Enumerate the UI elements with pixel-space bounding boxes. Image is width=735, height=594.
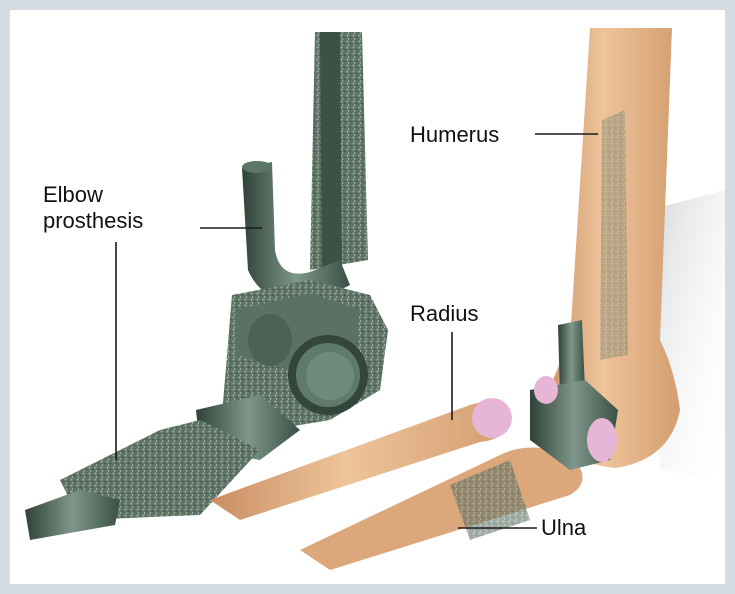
- cartilage-right: [534, 376, 558, 404]
- label-elbow-line2: prosthesis: [43, 208, 143, 234]
- humeral-stem-edge: [320, 32, 342, 268]
- radius-head-cartilage: [472, 398, 512, 438]
- hinge-pin: [248, 314, 292, 366]
- label-humerus: Humerus: [410, 122, 499, 148]
- illustration: [10, 10, 725, 584]
- ulnar-stem-tip: [25, 490, 120, 540]
- label-radius: Radius: [410, 301, 478, 327]
- humerus-implant-shadow: [600, 110, 628, 360]
- label-elbow-line1: Elbow: [43, 182, 143, 208]
- label-elbow-prosthesis: Elbow prosthesis: [43, 182, 143, 234]
- label-ulna: Ulna: [541, 515, 586, 541]
- diagram-panel: Elbow prosthesis Humerus Radius Ulna: [10, 10, 725, 584]
- cartilage-left: [587, 418, 617, 462]
- hinge-axle-cap: [306, 352, 354, 400]
- flange-tip: [242, 161, 272, 173]
